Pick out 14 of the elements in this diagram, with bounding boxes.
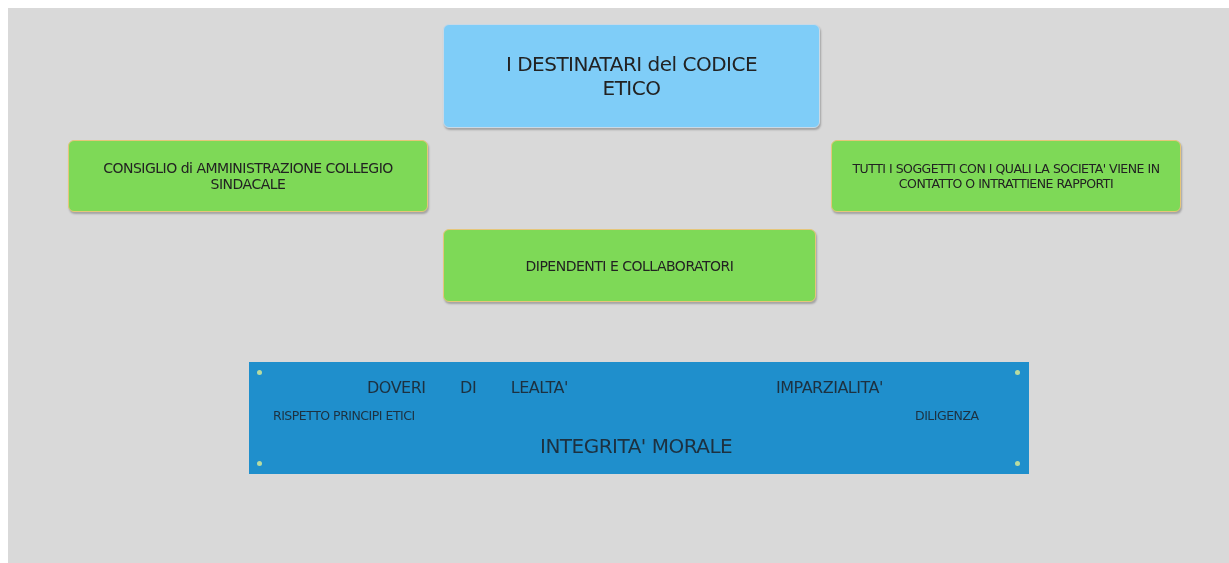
panel-text: IMPARZIALITA' [776, 378, 883, 397]
box-text: DIPENDENTI E COLLABORATORI [525, 257, 734, 274]
panel-text: DOVERI DI LEALTA' [367, 378, 568, 397]
recipient-box [443, 229, 816, 302]
panel-text: INTEGRITA' MORALE [540, 434, 733, 458]
panel-text: RISPETTO PRINCIPI ETICI [273, 408, 415, 423]
box-text: CONSIGLIO di AMMINISTRAZIONE COLLEGIO SINDACALE [102, 160, 394, 192]
recipient-box [68, 140, 428, 212]
title-box [443, 24, 820, 128]
box-text: TUTTI I SOGGETTI CON I QUALI LA SOCIETA' VIENE IN CONTATTO O INTRATTIENE RAPPORTI [851, 161, 1161, 191]
recipient-box [831, 140, 1181, 212]
box-title: I DESTINATARI del CODICE ETICO [504, 52, 759, 100]
panel-text: DILIGENZA [915, 408, 979, 423]
text-panel [249, 362, 1029, 474]
